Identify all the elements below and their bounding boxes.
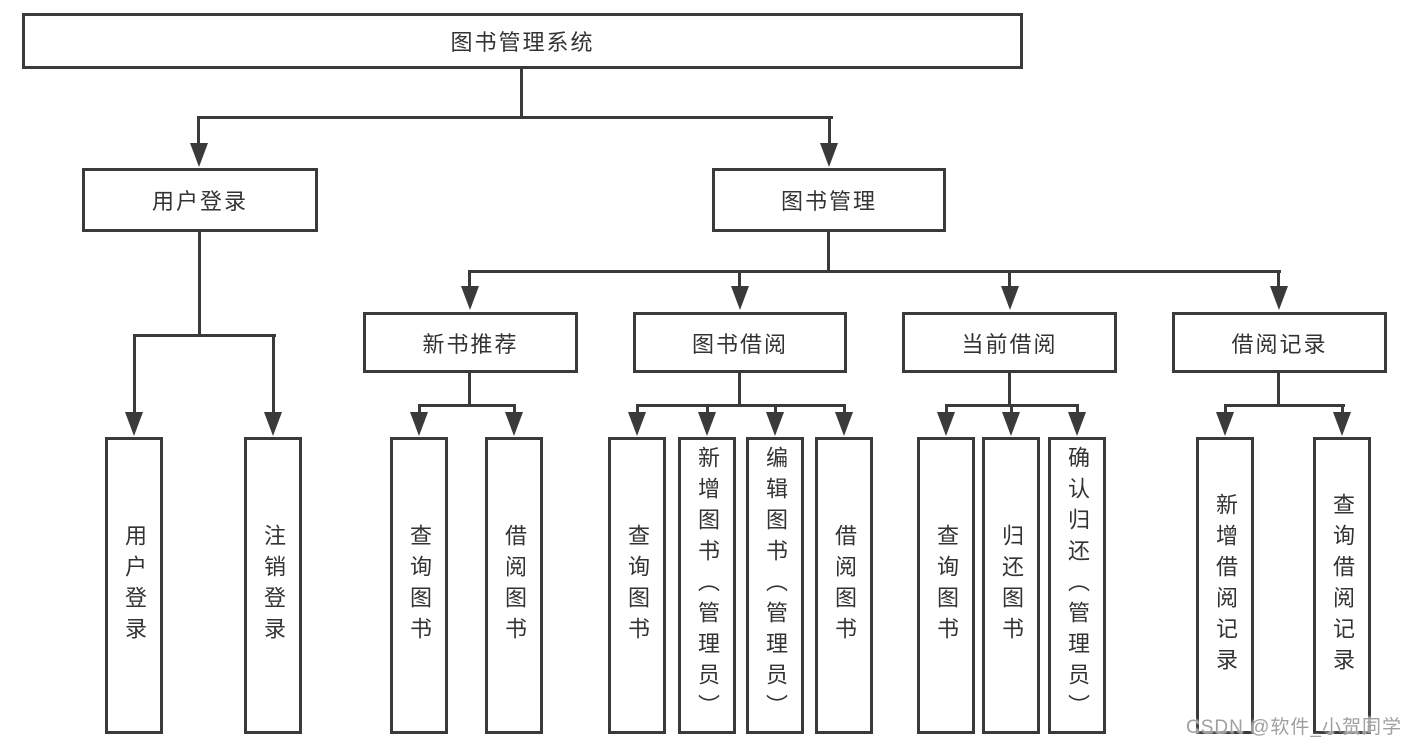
arrow-down-icon (1270, 286, 1288, 310)
connector-records-hline (1224, 404, 1345, 407)
arrow-down-icon (937, 412, 955, 436)
leaf-current-return-books-label: 归还图书 (999, 523, 1024, 648)
connector-borrowing-stub (636, 404, 639, 414)
arrow-down-icon (190, 143, 208, 167)
arrow-down-icon (410, 412, 428, 436)
node-current-borrowing: 当前借阅 (902, 312, 1117, 373)
leaf-current-confirm-return-label: 确认归还（管理员） (1065, 446, 1090, 725)
node-user-login-label: 用户登录 (151, 189, 248, 214)
node-current-borrowing-label: 当前借阅 (961, 331, 1058, 357)
connector-bookmgmt-stub (1008, 270, 1011, 288)
arrow-down-icon (628, 412, 646, 436)
connector-root-stub-left (197, 116, 200, 144)
connector-userlogin-stub (133, 334, 136, 412)
leaf-borrowing-borrow-books: 借阅图书 (815, 437, 873, 734)
node-book-borrowing: 图书借阅 (633, 312, 847, 373)
connector-bookmgmt-stub (468, 270, 471, 288)
leaf-borrowing-edit-books: 编辑图书（管理员） (746, 437, 804, 734)
node-new-book-recommend: 新书推荐 (363, 312, 578, 373)
node-root: 图书管理系统 (22, 13, 1023, 69)
node-user-login: 用户登录 (82, 168, 318, 232)
arrow-down-icon (835, 412, 853, 436)
leaf-current-query-books: 查询图书 (917, 437, 975, 734)
leaf-records-add-record: 新增借阅记录 (1196, 437, 1254, 734)
leaf-borrowing-edit-books-label: 编辑图书（管理员） (763, 446, 788, 725)
leaf-logout-label: 注销登录 (261, 523, 286, 648)
leaf-records-query-record: 查询借阅记录 (1313, 437, 1371, 734)
connector-newbook-vline (468, 373, 471, 407)
connector-borrowing-stub (706, 404, 709, 414)
connector-newbook-hline (418, 404, 516, 407)
csdn-watermark: CSDN @软件_小贺同学 (1186, 717, 1402, 738)
connector-bookmgmt-stub (738, 270, 741, 288)
connector-newbook-stub (513, 404, 516, 414)
leaf-newbook-borrow-books-label: 借阅图书 (502, 523, 527, 648)
leaf-user-login-label: 用户登录 (122, 523, 147, 648)
connector-borrowing-vline (738, 373, 741, 407)
leaf-newbook-query-books-label: 查询图书 (407, 523, 432, 648)
arrow-down-icon (505, 412, 523, 436)
leaf-records-add-record-label: 新增借阅记录 (1213, 492, 1238, 679)
connector-userlogin-vline (198, 232, 201, 336)
node-book-borrowing-label: 图书借阅 (691, 331, 788, 357)
arrow-down-icon (1002, 412, 1020, 436)
connector-borrowing-stub (774, 404, 777, 414)
arrow-down-icon (1333, 412, 1351, 436)
arrow-down-icon (731, 286, 749, 310)
connector-root-hline (197, 116, 833, 119)
node-book-management: 图书管理 (712, 168, 946, 232)
connector-borrowing-stub (843, 404, 846, 414)
arrow-down-icon (1068, 412, 1086, 436)
node-book-management-label: 图书管理 (780, 189, 877, 214)
arrow-down-icon (766, 412, 784, 436)
connector-userlogin-stub (272, 334, 275, 412)
arrow-down-icon (1001, 286, 1019, 310)
connector-bookmgmt-hline (468, 270, 1281, 273)
arrow-down-icon (461, 286, 479, 310)
leaf-borrowing-add-books: 新增图书（管理员） (678, 437, 736, 734)
arrow-down-icon (698, 412, 716, 436)
connector-newbook-stub (418, 404, 421, 414)
leaf-records-query-record-label: 查询借阅记录 (1330, 492, 1355, 679)
leaf-current-return-books: 归还图书 (982, 437, 1040, 734)
connector-current-vline (1008, 373, 1011, 407)
node-borrowing-records: 借阅记录 (1172, 312, 1387, 373)
leaf-borrowing-query-books-label: 查询图书 (625, 523, 650, 648)
leaf-logout: 注销登录 (244, 437, 302, 734)
connector-records-vline (1277, 373, 1280, 407)
arrow-down-icon (264, 412, 282, 436)
leaf-user-login: 用户登录 (105, 437, 163, 734)
connector-current-stub (1076, 404, 1079, 414)
leaf-borrowing-query-books: 查询图书 (608, 437, 666, 734)
leaf-borrowing-add-books-label: 新增图书（管理员） (695, 446, 720, 725)
connector-bookmgmt-vline (827, 232, 830, 273)
connector-borrowing-hline (636, 404, 846, 407)
arrow-down-icon (1216, 412, 1234, 436)
connector-records-stub (1224, 404, 1227, 414)
node-borrowing-records-label: 借阅记录 (1231, 331, 1328, 357)
leaf-newbook-borrow-books: 借阅图书 (485, 437, 543, 734)
connector-root-vline (520, 69, 523, 119)
leaf-current-confirm-return: 确认归还（管理员） (1048, 437, 1106, 734)
arrow-down-icon (125, 412, 143, 436)
connector-current-stub (945, 404, 948, 414)
connector-userlogin-hline (133, 334, 276, 337)
leaf-current-query-books-label: 查询图书 (934, 523, 959, 648)
connector-current-stub (1010, 404, 1013, 414)
leaf-borrowing-borrow-books-label: 借阅图书 (832, 523, 857, 648)
connector-bookmgmt-stub (1277, 270, 1280, 288)
connector-records-stub (1341, 404, 1344, 414)
connector-root-stub-right (828, 116, 831, 144)
leaf-newbook-query-books: 查询图书 (390, 437, 448, 734)
node-root-label: 图书管理系统 (450, 30, 595, 55)
node-new-book-recommend-label: 新书推荐 (422, 331, 519, 357)
arrow-down-icon (820, 143, 838, 167)
